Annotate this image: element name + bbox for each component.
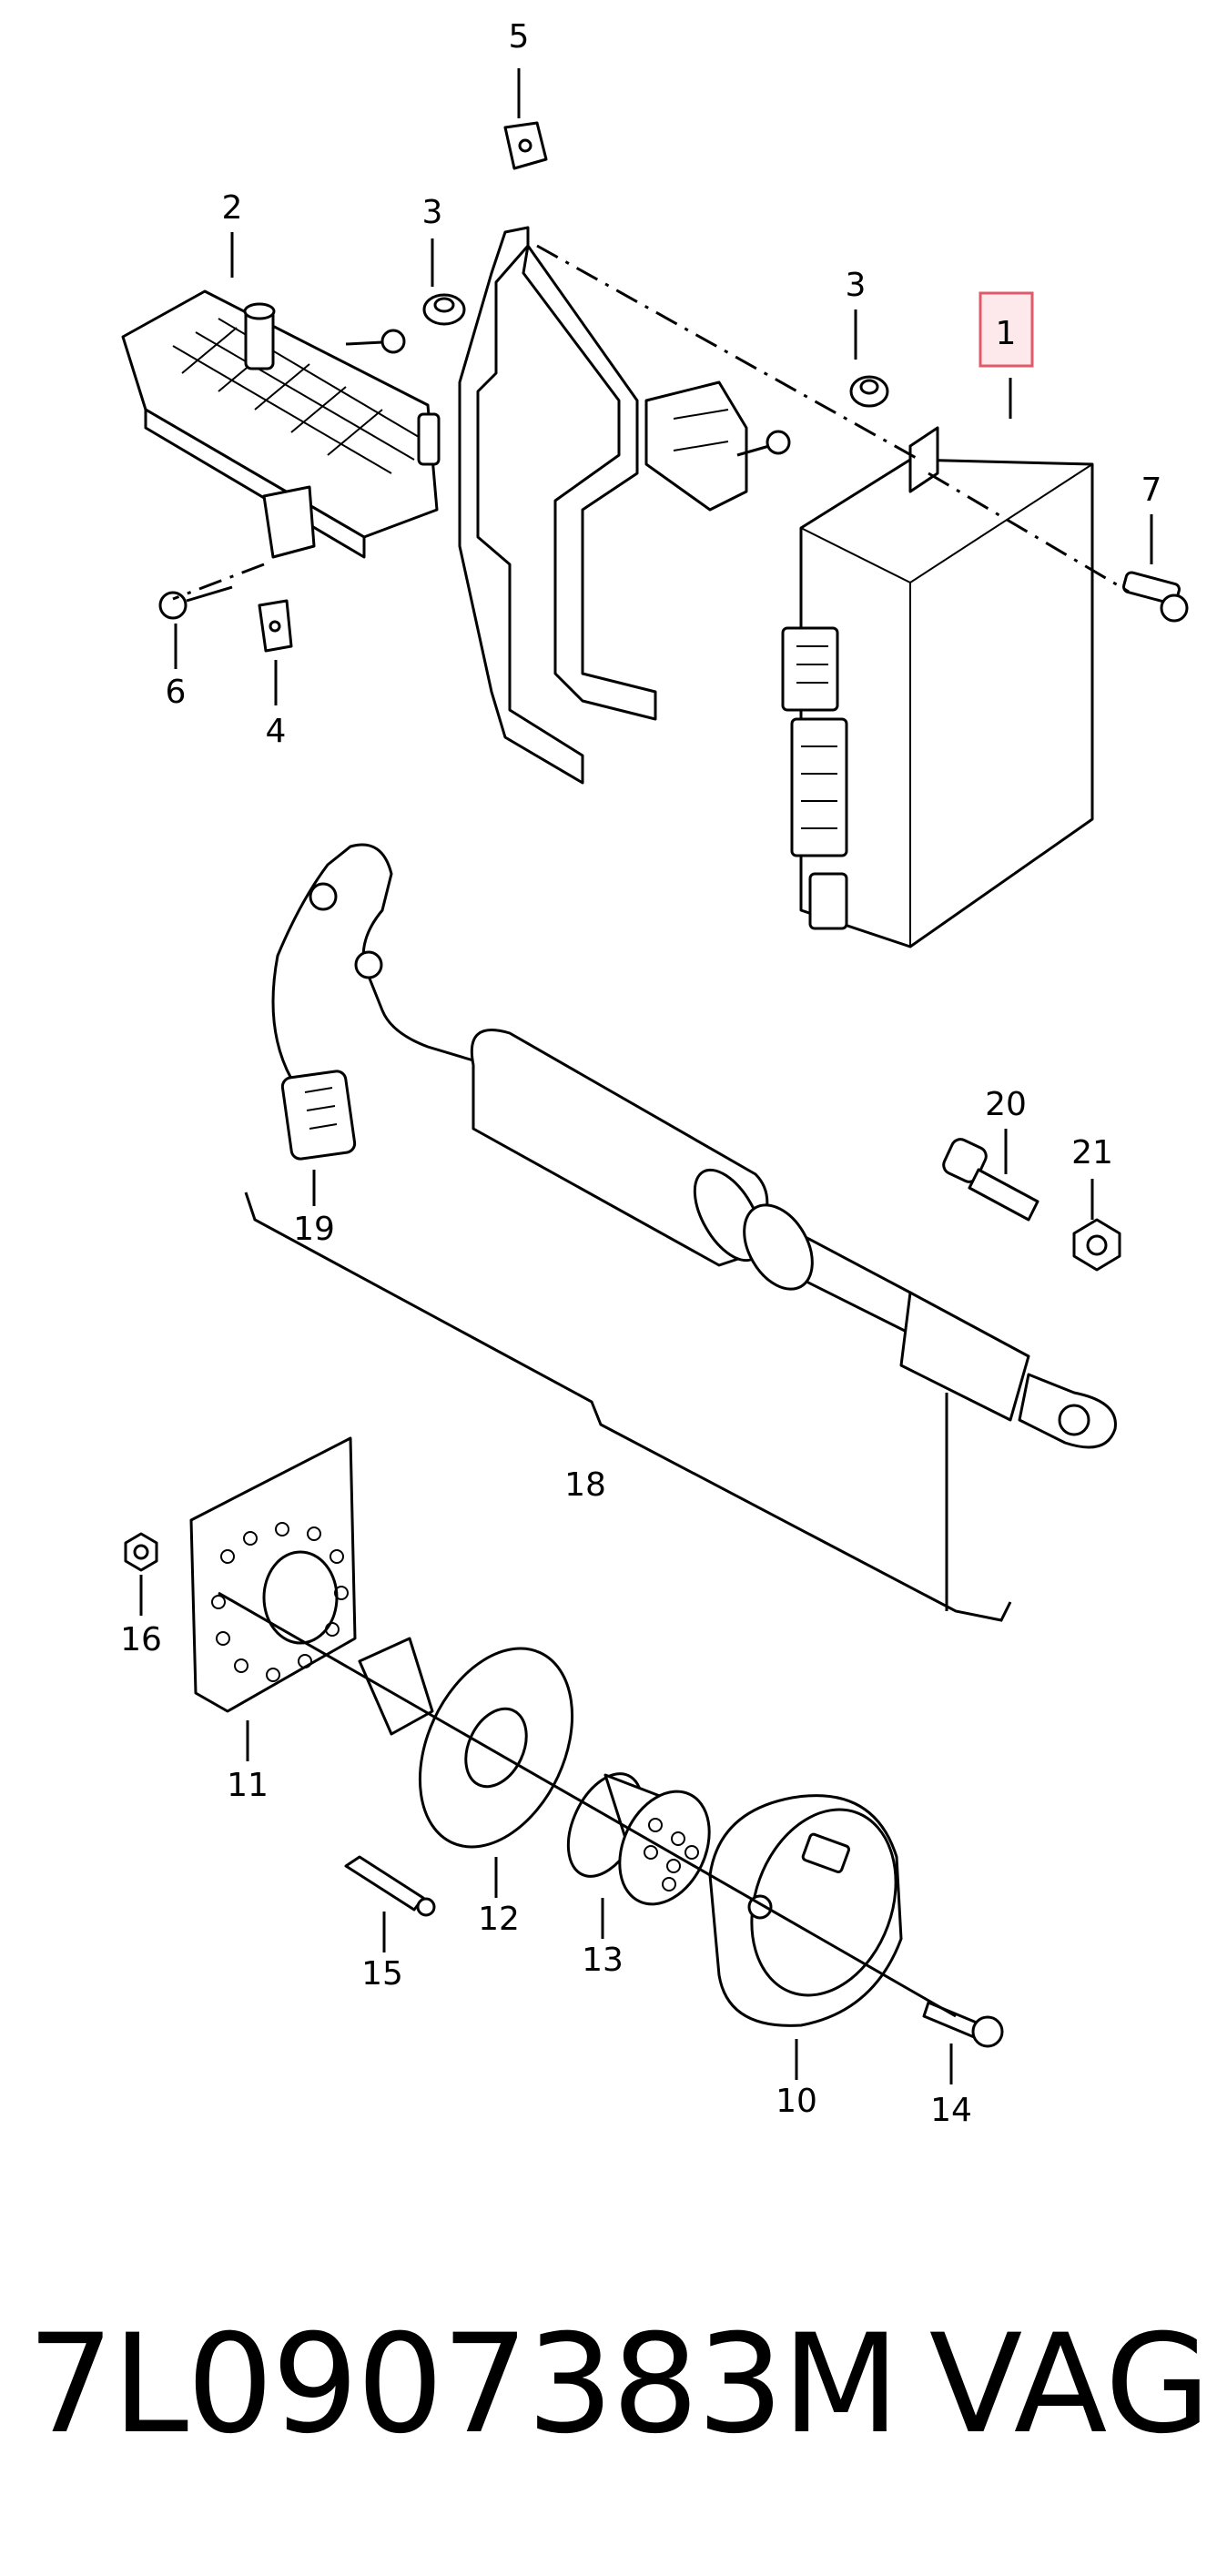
nut-21 — [1072, 1218, 1121, 1272]
callout-7[interactable]: 7 — [1141, 472, 1162, 509]
callout-18[interactable]: 18 — [564, 1466, 606, 1504]
screw-3b — [736, 430, 791, 457]
screw-6 — [158, 585, 233, 620]
callout-4[interactable]: 4 — [266, 713, 287, 750]
bracket-left — [121, 289, 441, 559]
callout-13[interactable]: 13 — [582, 1942, 624, 1979]
callout-1[interactable]: 1 — [996, 315, 1017, 352]
footer: 7L0907383M VAG — [27, 2307, 1211, 2462]
bolt-20 — [942, 1138, 1039, 1222]
callout-6[interactable]: 6 — [166, 674, 187, 711]
connector-19 — [280, 1070, 357, 1161]
callout-19[interactable]: 19 — [293, 1211, 335, 1248]
clip-5 — [503, 121, 548, 170]
brand-label: VAG — [928, 2306, 1211, 2464]
wiring-harness — [271, 843, 474, 1080]
callout-3a[interactable]: 3 — [422, 194, 443, 231]
grommet-3b — [849, 375, 889, 408]
pin-15 — [344, 1855, 436, 1917]
seal-12 — [358, 1637, 574, 1849]
callout-15[interactable]: 15 — [361, 1955, 403, 1993]
cap-10 — [708, 1794, 903, 2027]
clip-4 — [258, 599, 293, 653]
callout-16[interactable]: 16 — [120, 1621, 162, 1658]
callout-10[interactable]: 10 — [776, 2083, 817, 2120]
screw-2a — [345, 329, 406, 354]
callout-20[interactable]: 20 — [985, 1086, 1027, 1123]
leader-lines — [139, 68, 1153, 2084]
screw-14 — [922, 2001, 1004, 2048]
part-number: 7L0907383M — [27, 2306, 899, 2464]
callout-2[interactable]: 2 — [222, 189, 243, 227]
callout-12[interactable]: 12 — [478, 1901, 520, 1938]
nut-16 — [124, 1532, 158, 1572]
mounting-plate-11 — [189, 1436, 357, 1713]
callout-5[interactable]: 5 — [509, 18, 530, 56]
callout-3b[interactable]: 3 — [846, 267, 867, 304]
highlight-box — [979, 291, 1034, 368]
callouts: 1 2 3 3 4 5 6 7 10 11 12 13 14 15 16 18 … — [120, 18, 1161, 2129]
connector-housing-13 — [566, 1772, 711, 1906]
callout-11[interactable]: 11 — [227, 1767, 269, 1804]
screw-7 — [1122, 571, 1189, 623]
control-module — [781, 426, 1094, 948]
callout-14[interactable]: 14 — [930, 2092, 972, 2129]
bracket-frame — [458, 226, 748, 785]
grommet-3a — [422, 293, 466, 326]
damper-strut — [470, 1029, 1117, 1449]
callout-21[interactable]: 21 — [1071, 1134, 1113, 1171]
